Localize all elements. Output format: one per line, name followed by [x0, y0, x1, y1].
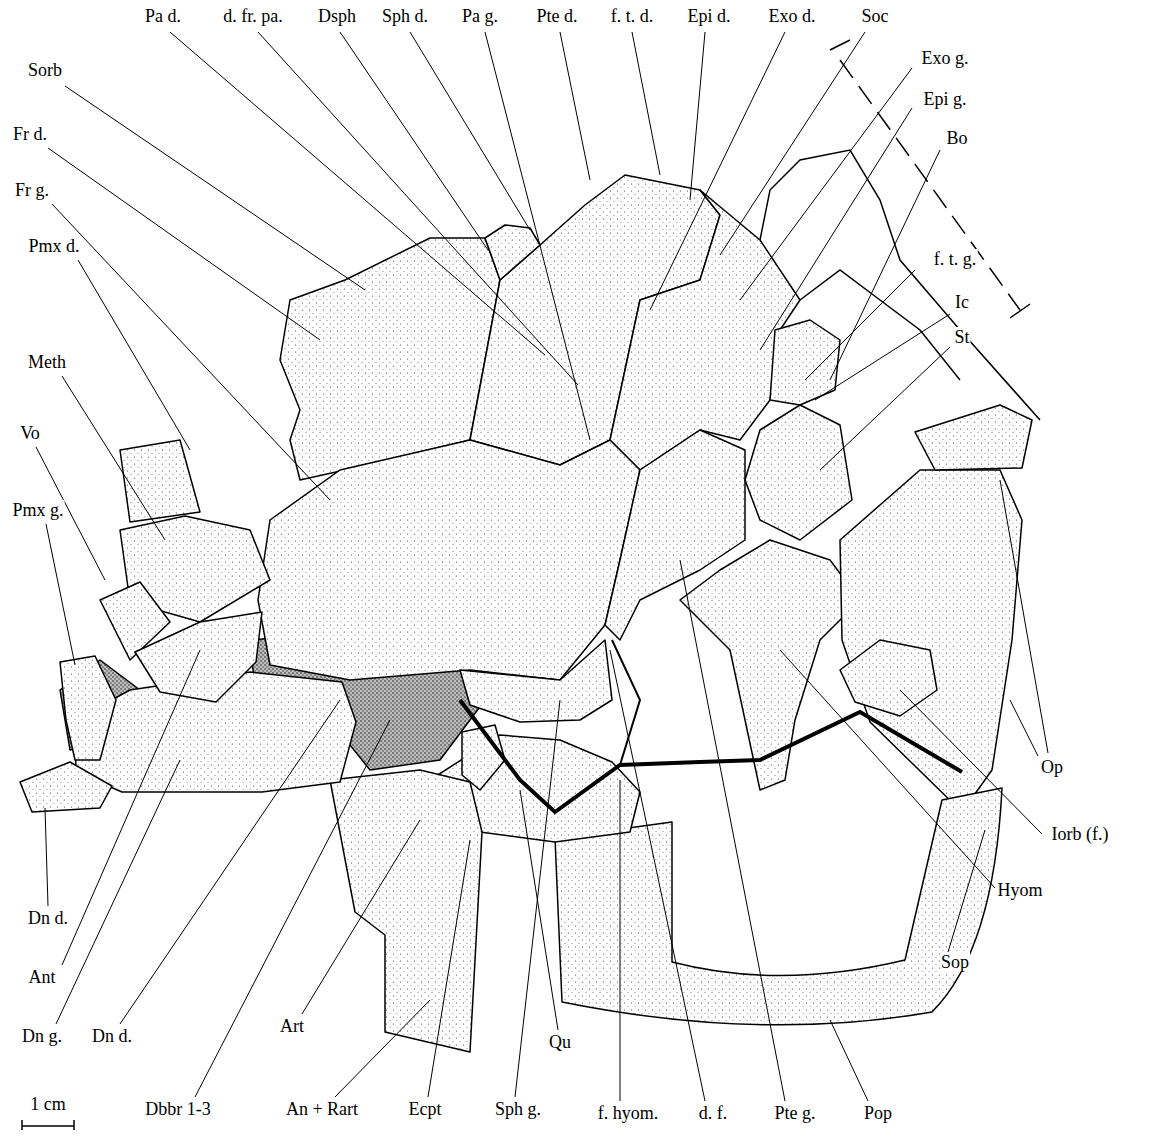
label-position: Dbbr 1-3 [144, 1099, 212, 1119]
part-label: Epi d. [687, 6, 732, 26]
label-position: f. t. g. [933, 249, 978, 269]
part-label: Dn d. [27, 908, 69, 928]
part-label: Pa d. [144, 6, 182, 26]
label-position: Exo d. [768, 6, 817, 26]
part-label: f. t. d. [610, 6, 655, 26]
part-label: Pte d. [535, 6, 578, 26]
label-position: Vo [19, 423, 41, 443]
part-label: d. fr. pa. [222, 6, 283, 26]
part-label: Op [1040, 757, 1064, 777]
part-label: Epi g. [923, 89, 968, 109]
label-position: Hyom [997, 880, 1044, 900]
part-label: Vo [19, 423, 41, 443]
label-position: Exo g. [921, 48, 970, 68]
part-label: Sph d. [381, 6, 429, 26]
part-label: Pte g. [773, 1103, 816, 1123]
part-label: Dn d. [91, 1026, 133, 1046]
label-position: Art [279, 1016, 305, 1036]
label-position: Soc [861, 6, 890, 26]
part-label: f. hyom. [597, 1103, 660, 1123]
part-label: St [953, 327, 970, 347]
part-label: Pa g. [461, 6, 499, 26]
label-position: Dn g. [21, 1026, 63, 1046]
label-position: Fr g. [14, 180, 50, 200]
label-position: Epi d. [687, 6, 732, 26]
label-position: Sph d. [381, 6, 429, 26]
label-position: Sorb [27, 60, 63, 80]
label-position: Sph g. [494, 1099, 542, 1119]
part-label: Ecpt [408, 1099, 443, 1119]
label-position: Bo [945, 128, 968, 148]
part-label: Fr g. [14, 180, 50, 200]
label-position: Dn d. [91, 1026, 133, 1046]
part-label: Pmx g. [11, 500, 64, 520]
label-position: Fr d. [12, 124, 48, 144]
part-label: Iorb (f.) [1051, 824, 1110, 844]
part-label: Art [279, 1016, 305, 1036]
label-position: Pte d. [535, 6, 578, 26]
label-position: Pmx g. [11, 500, 64, 520]
label-position: Dsph [317, 6, 357, 26]
scale-bar [22, 1120, 74, 1130]
part-label: Sop [940, 952, 970, 972]
crack-line [612, 640, 640, 765]
label-position: d. f. [698, 1103, 729, 1123]
part-label: d. f. [698, 1103, 729, 1123]
part-label: Sorb [27, 60, 63, 80]
label-position: Epi g. [923, 89, 968, 109]
bone-outlines [20, 175, 1032, 1052]
reconstruction-outline [760, 40, 1040, 420]
part-label: Soc [861, 6, 890, 26]
label-position: Meth [27, 352, 67, 372]
part-label: 1 cm [29, 1094, 67, 1114]
label-position: d. fr. pa. [222, 6, 283, 26]
part-label: Bo [945, 128, 968, 148]
label-position: Op [1040, 757, 1064, 777]
label-position: Pop [863, 1103, 893, 1123]
label-position: Pmx d. [27, 236, 80, 256]
part-label: Exo d. [768, 6, 817, 26]
part-label: Dsph [317, 6, 357, 26]
crack-line [460, 700, 962, 812]
label-position: f. t. d. [610, 6, 655, 26]
label-position: Qu [548, 1032, 572, 1052]
part-label: Exo g. [921, 48, 970, 68]
leader-lines [36, 32, 1048, 1101]
part-label: Hyom [997, 880, 1044, 900]
part-label: Pop [863, 1103, 893, 1123]
label-position: Ic [954, 292, 970, 312]
part-label: Pmx d. [27, 236, 80, 256]
part-label: Qu [548, 1032, 572, 1052]
part-label: Ant [28, 967, 57, 987]
label-position: Ecpt [408, 1099, 443, 1119]
label-position: An + Rart [285, 1099, 359, 1119]
label-position: Pa d. [144, 6, 182, 26]
label-position: Pte g. [773, 1103, 816, 1123]
label-position: Sop [940, 952, 970, 972]
part-label: Dbbr 1-3 [144, 1099, 212, 1119]
part-label: Dn g. [21, 1026, 63, 1046]
part-label: f. t. g. [933, 249, 978, 269]
label-position: St [953, 327, 970, 347]
part-label: Fr d. [12, 124, 48, 144]
label-position: f. hyom. [597, 1103, 660, 1123]
part-label: Sph g. [494, 1099, 542, 1119]
part-label: Ic [954, 292, 970, 312]
label-position: Iorb (f.) [1051, 824, 1110, 844]
label-position: Dn d. [27, 908, 69, 928]
part-label: An + Rart [285, 1099, 359, 1119]
part-label: Meth [27, 352, 67, 372]
label-position: 1 cm [29, 1094, 67, 1114]
label-position: Pa g. [461, 6, 499, 26]
label-position: Ant [28, 967, 57, 987]
